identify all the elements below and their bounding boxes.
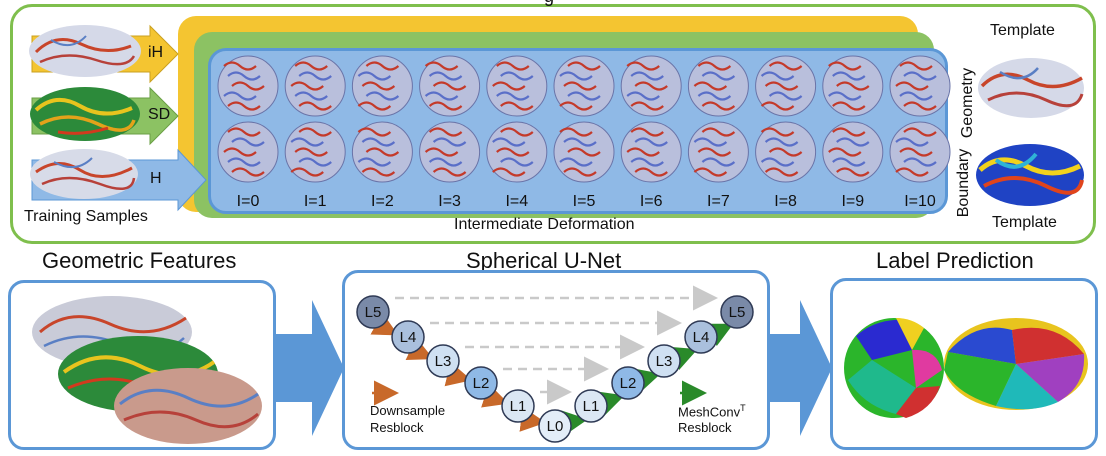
step-label: I=5	[573, 193, 596, 210]
step-label: I=0	[237, 193, 260, 210]
upsample-arrow	[633, 368, 661, 393]
label-prediction-visuals	[844, 318, 1088, 418]
deformation-sphere	[217, 121, 279, 183]
deformation-sphere	[486, 121, 548, 183]
upsample-arrow	[597, 391, 625, 416]
unet-node: L1	[501, 389, 535, 423]
unet-node-label: L5	[365, 304, 382, 321]
deformation-sphere	[620, 121, 682, 183]
upsample-arrow	[705, 323, 734, 347]
deformation-sphere	[351, 55, 413, 117]
unet-node-label: L1	[583, 398, 600, 415]
deformation-sphere	[217, 55, 279, 117]
downsample-arrow	[405, 337, 434, 360]
deformation-sphere	[351, 121, 413, 183]
deformation-sphere	[755, 121, 817, 183]
unet-node: L4	[684, 320, 718, 354]
step-label: I=2	[371, 193, 394, 210]
geometric-features-brains	[32, 296, 262, 444]
deformation-sphere	[687, 121, 749, 183]
unet-node: L2	[611, 366, 645, 400]
step-label: I=9	[841, 193, 864, 210]
step-label: I=4	[505, 193, 528, 210]
deformation-sphere	[889, 55, 951, 117]
unet-node: L3	[647, 344, 681, 378]
legend-up-line2: Resblock	[678, 420, 732, 435]
deformation-sphere	[419, 55, 481, 117]
deformation-sphere	[284, 55, 346, 117]
unet-node-label: L3	[435, 353, 452, 370]
upsample-arrow	[669, 346, 698, 371]
downsample-arrow	[444, 362, 472, 387]
step-label: I=10	[904, 193, 936, 210]
upsample-arrow	[561, 410, 588, 436]
geometric-features-title: Geometric Features	[42, 248, 237, 273]
step-label: I=3	[438, 193, 461, 210]
deformation-sphere	[822, 121, 884, 183]
registration-title-partial: g	[544, 0, 554, 7]
template-top-label: Template	[990, 22, 1055, 39]
unet-node-label: L2	[620, 375, 637, 392]
legend-down-line1: Downsample	[370, 403, 446, 418]
unet-node: L5	[720, 295, 754, 329]
downsample-arrow	[370, 312, 399, 336]
arrow-label-ih: iH	[148, 44, 164, 61]
step-label: I=1	[304, 193, 327, 210]
deformation-sphere	[620, 55, 682, 117]
legend-down-line2: Resblock	[370, 420, 424, 435]
unet-node: L5	[356, 295, 390, 329]
unet-node-label: L2	[473, 375, 490, 392]
deformation-sphere	[486, 55, 548, 117]
brain-sd-picture	[30, 87, 140, 141]
step-label: I=7	[707, 193, 730, 210]
template-bottom-label: Template	[992, 214, 1057, 231]
downsample-arrow	[519, 406, 546, 432]
deformation-sphere	[889, 121, 951, 183]
brain-ih-picture	[29, 25, 141, 77]
brain-h-picture	[30, 149, 138, 199]
deformation-sphere	[755, 55, 817, 117]
deformation-sphere	[822, 55, 884, 117]
label-prediction-title: Label Prediction	[876, 248, 1034, 273]
deformation-sphere	[553, 121, 615, 183]
unet-node-label: L3	[656, 353, 673, 370]
unet-node-label: L0	[547, 418, 564, 435]
deformation-caption: Intermediate Deformation	[454, 216, 635, 233]
legend-up-line1: MeshConvT	[678, 403, 746, 419]
unet-node-label: L1	[510, 398, 527, 415]
deformation-sphere	[687, 55, 749, 117]
flow-arrow-right	[770, 300, 832, 436]
unet-node-label: L4	[400, 329, 417, 346]
legend-up-prefix: MeshConv	[678, 404, 741, 420]
unet-node-label: L5	[729, 304, 746, 321]
unet-node: L0	[538, 409, 572, 443]
unet-node: L3	[426, 344, 460, 378]
unet-node: L2	[464, 366, 498, 400]
training-samples-label: Training Samples	[24, 208, 148, 225]
unet-node: L1	[574, 389, 608, 423]
flow-arrow-left	[276, 300, 344, 436]
step-label: I=6	[640, 193, 663, 210]
unet-node-label: L4	[693, 329, 710, 346]
sphere-grid: I=0 I=1 I=2 I=3 I=4 I=5 I=6 I=7 I=8 I=9 I=10	[217, 55, 951, 210]
deformation-sphere	[553, 55, 615, 117]
downsample-arrow	[481, 383, 509, 408]
legend-up-sup: T	[740, 403, 746, 413]
arrow-label-sd: SD	[148, 106, 171, 123]
unet-node: L4	[391, 320, 425, 354]
deformation-sphere	[284, 121, 346, 183]
deformation-sphere	[419, 121, 481, 183]
step-label: I=8	[774, 193, 797, 210]
template-boundary-brain	[976, 144, 1084, 206]
spherical-unet-title: Spherical U-Net	[466, 248, 622, 273]
arrow-label-h: H	[150, 170, 162, 187]
template-geometry-brain	[978, 58, 1084, 118]
